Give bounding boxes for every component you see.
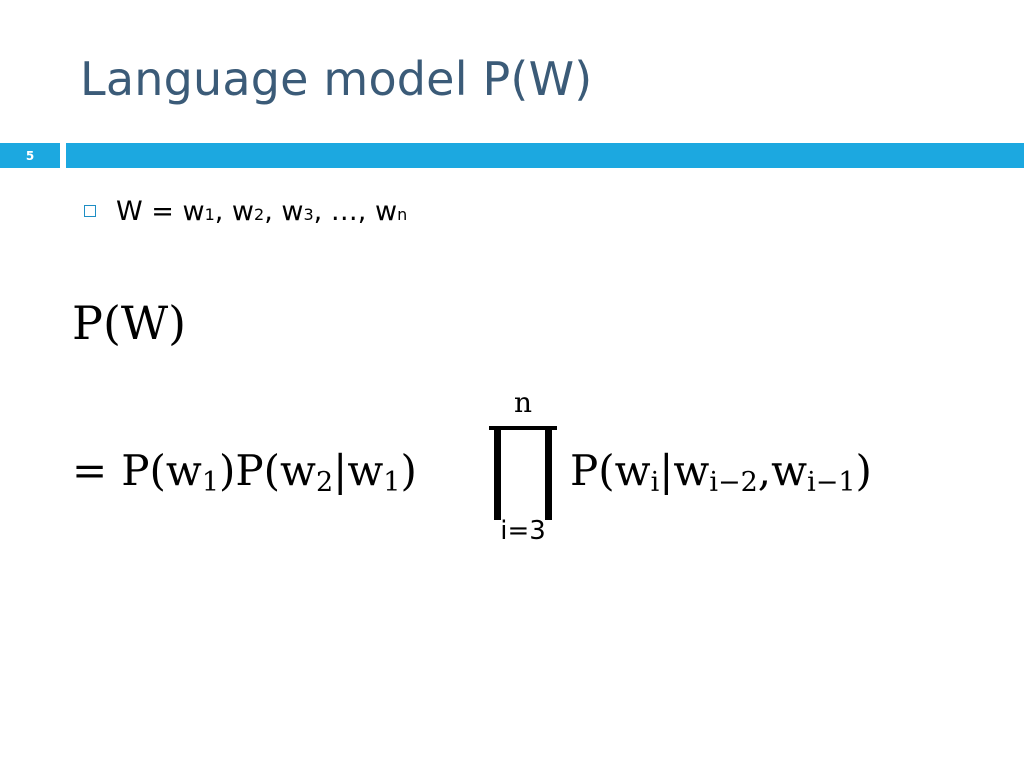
term-p2-sub: 2 <box>315 467 334 498</box>
bullet-sep-2: , w <box>264 196 304 227</box>
term-p3: P(w <box>570 446 651 495</box>
term-p1-sub: 1 <box>201 467 219 498</box>
term-p1-close: )P(w <box>219 446 316 495</box>
slide-title: Language model P(W) <box>80 52 593 106</box>
term-p3-bar: |w <box>659 446 710 495</box>
square-bullet-icon <box>84 205 96 217</box>
product-lower-limit: i=3 <box>500 516 546 546</box>
term-p3-close: ) <box>855 446 872 495</box>
term-p3-sub: i <box>650 467 660 498</box>
term-p3-comma: ,w <box>757 446 808 495</box>
term-p1: P(w <box>121 446 202 495</box>
slide-number: 5 <box>0 143 60 168</box>
product-upper-limit: n <box>513 386 533 419</box>
product-symbol-icon <box>489 426 557 520</box>
accent-bar <box>66 143 1024 168</box>
term-p2-close: ) <box>400 446 417 495</box>
bullet-sep-1: , w <box>214 196 255 227</box>
formula-lhs: P(W) <box>72 296 187 350</box>
bullet-text-lhs: W = w <box>116 196 205 227</box>
term-p2-bar-sub: 1 <box>383 467 401 498</box>
term-p2-bar: |w <box>333 446 384 495</box>
term-p3-bar-sub: i−2 <box>709 467 758 498</box>
term-p3-comma-sub: i−1 <box>807 467 856 498</box>
product-operator: n i=3 <box>486 386 560 558</box>
equals-sign: = <box>72 446 108 495</box>
bullet-sep-3: , …, w <box>313 196 398 227</box>
